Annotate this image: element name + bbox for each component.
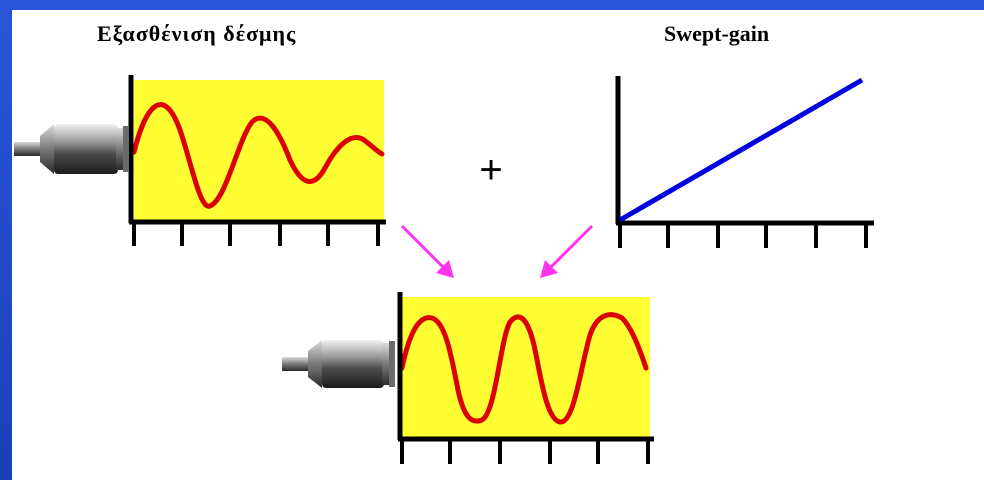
swept-gain-graph [615, 76, 874, 248]
arrow-from-swept-gain [540, 224, 594, 278]
compensated-graph [397, 292, 654, 464]
arrow-from-attenuation [400, 224, 454, 278]
attenuated-wave [131, 102, 385, 209]
swept-gain-x-ticks [618, 223, 868, 248]
compensated-wave [399, 312, 649, 425]
attenuation-plot-area [134, 80, 384, 221]
compensated-x-ticks [400, 439, 650, 464]
beam-attenuation-title: Εξασθένιση δέσμης [97, 21, 297, 46]
compensated-plot-area [402, 297, 650, 438]
ultrasound-transducer-icon [282, 340, 395, 388]
ultrasound-transducer-icon [14, 124, 129, 174]
attenuation-x-ticks [132, 222, 380, 246]
swept-gain-line [618, 77, 864, 223]
attenuation-graph [128, 75, 386, 246]
swept-gain-title: Swept-gain [664, 21, 770, 46]
plus-sign: + [479, 148, 502, 192]
